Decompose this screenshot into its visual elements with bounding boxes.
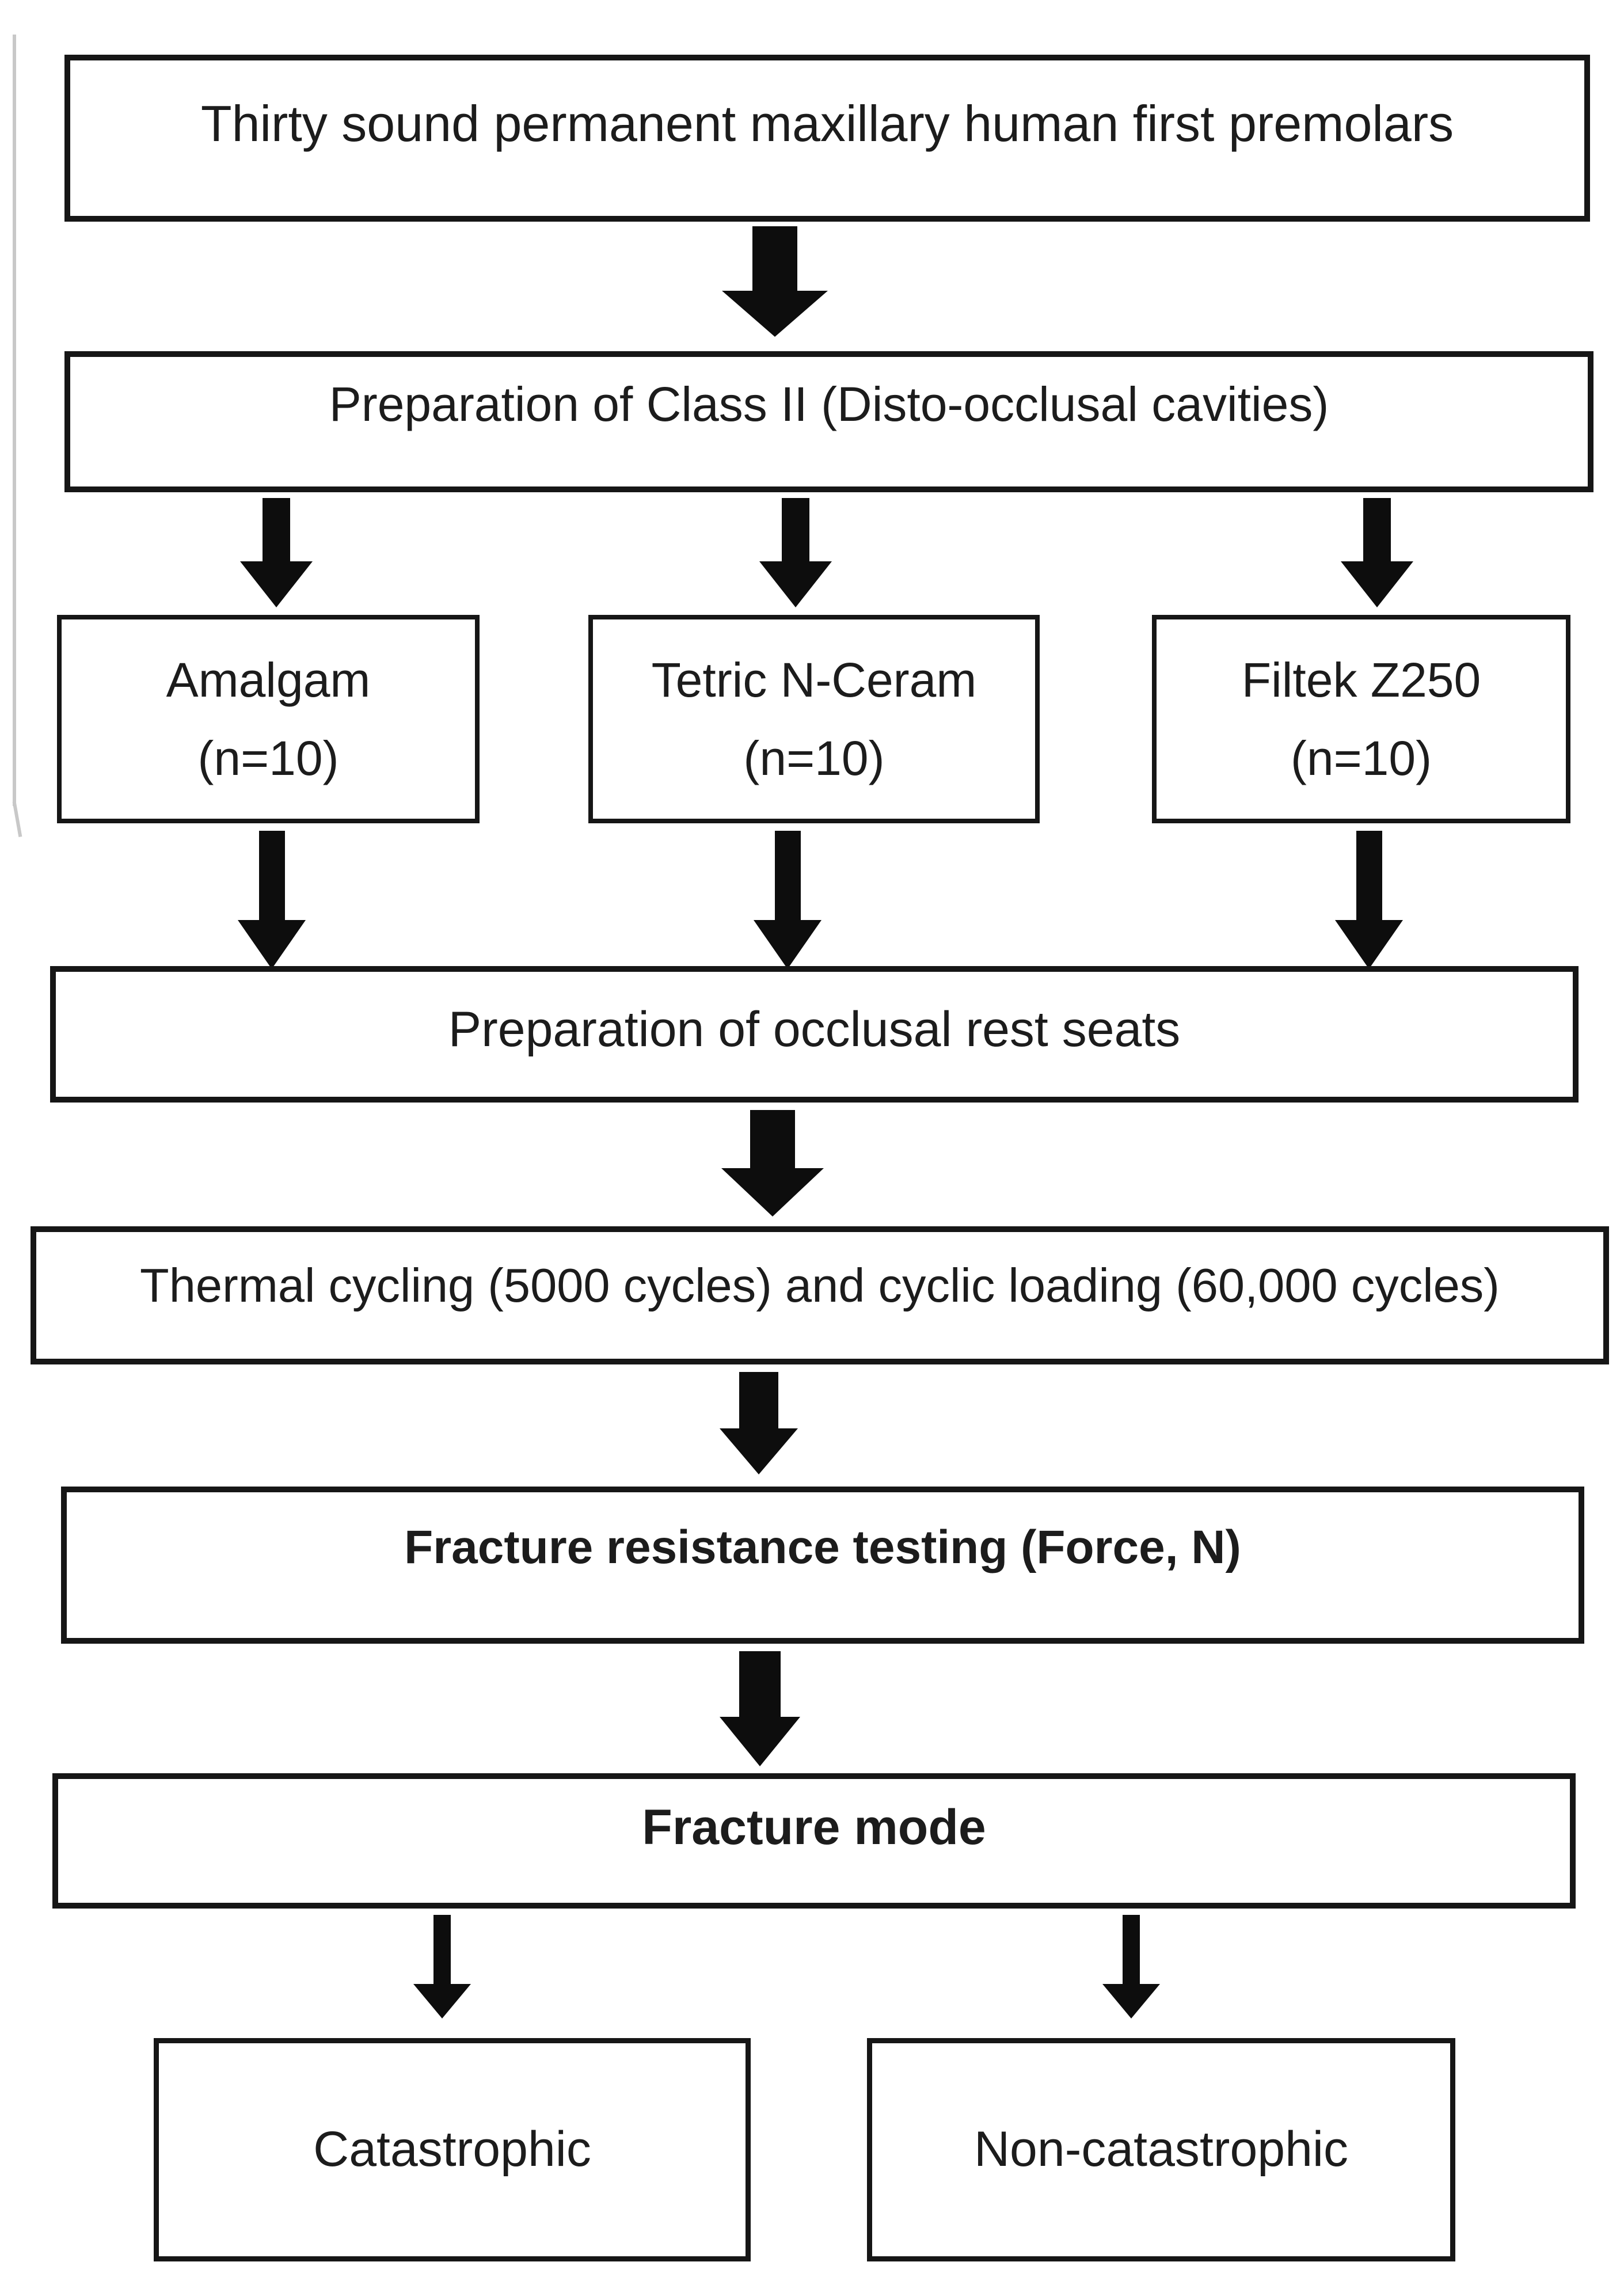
arrow-shaft — [1123, 1915, 1140, 1984]
node-class2-prep-label: Preparation of Class II (Disto-occlusal … — [329, 377, 1329, 431]
arrow-shaft — [1363, 498, 1391, 561]
node-fracture-mode-label: Fracture mode — [642, 1800, 986, 1856]
node-group-tetric: Tetric N-Ceram (n=10) — [588, 615, 1040, 823]
arrow-head — [240, 561, 313, 607]
arrow-class2-to-amalgam — [240, 498, 313, 607]
node-group-filtek-label: Filtek Z250 (n=10) — [1242, 641, 1481, 797]
arrow-tetric-to-restseats — [754, 831, 821, 969]
arrow-head — [720, 1428, 798, 1474]
node-premolars: Thirty sound permanent maxillary human f… — [64, 55, 1590, 222]
group-n: (n=10) — [197, 731, 339, 785]
node-outcome-noncatastrophic-label: Non-catastrophic — [973, 2122, 1349, 2177]
node-fracture-testing-label: Fracture resistance testing (Force, N) — [404, 1521, 1241, 1574]
arrow-head — [754, 920, 821, 969]
arrow-thermal-to-testing — [720, 1372, 798, 1474]
arrow-class2-to-filtek — [1341, 498, 1413, 607]
group-name: Amalgam — [166, 652, 371, 707]
node-thermal-cycling: Thermal cycling (5000 cycles) and cyclic… — [31, 1226, 1609, 1364]
arrow-filtek-to-restseats — [1335, 831, 1403, 969]
group-n: (n=10) — [743, 731, 885, 785]
arrow-head — [238, 920, 306, 969]
arrow-shaft — [752, 226, 797, 291]
group-name: Filtek Z250 — [1241, 652, 1481, 707]
arrow-shaft — [774, 831, 801, 920]
arrow-mode-to-catastrophic — [413, 1915, 471, 2018]
arrow-shaft — [433, 1915, 451, 1984]
arrow-mode-to-noncatastrophic — [1102, 1915, 1160, 2018]
arrow-shaft — [739, 1372, 778, 1428]
arrow-shaft — [263, 498, 290, 561]
group-name: Tetric N-Ceram — [651, 652, 977, 707]
node-outcome-catastrophic: Catastrophic — [154, 2038, 751, 2261]
node-group-amalgam: Amalgam (n=10) — [57, 615, 480, 823]
arrow-head — [759, 561, 832, 607]
node-group-amalgam-label: Amalgam (n=10) — [166, 641, 371, 797]
node-thermal-cycling-label: Thermal cycling (5000 cycles) and cyclic… — [140, 1258, 1500, 1312]
arrow-shaft — [258, 831, 285, 920]
node-fracture-testing: Fracture resistance testing (Force, N) — [61, 1487, 1584, 1644]
arrow-shaft — [739, 1651, 781, 1717]
arrow-restseats-to-thermal — [721, 1110, 824, 1217]
node-premolars-label: Thirty sound permanent maxillary human f… — [200, 95, 1454, 152]
node-class2-prep: Preparation of Class II (Disto-occlusal … — [64, 351, 1593, 492]
node-outcome-catastrophic-label: Catastrophic — [313, 2122, 591, 2177]
arrow-class2-to-tetric — [759, 498, 832, 607]
arrow-head — [1102, 1984, 1160, 2018]
arrow-head — [1335, 920, 1403, 969]
arrow-head — [1341, 561, 1413, 607]
group-n: (n=10) — [1290, 731, 1432, 785]
arrow-head — [721, 1168, 824, 1217]
node-fracture-mode: Fracture mode — [52, 1773, 1576, 1909]
arrow-amalgam-to-restseats — [238, 831, 306, 969]
arrow-shaft — [750, 1110, 795, 1168]
arrow-head — [413, 1984, 471, 2018]
arrow-shaft — [1356, 831, 1382, 920]
node-outcome-noncatastrophic: Non-catastrophic — [867, 2038, 1455, 2261]
arrow-head — [720, 1717, 800, 1766]
node-rest-seats-label: Preparation of occlusal rest seats — [448, 1002, 1181, 1058]
node-group-filtek: Filtek Z250 (n=10) — [1152, 615, 1570, 823]
arrow-head — [722, 291, 828, 337]
scan-artifact-tail — [12, 801, 22, 838]
node-group-tetric-label: Tetric N-Ceram (n=10) — [652, 641, 977, 797]
scan-artifact-line — [13, 35, 16, 806]
node-rest-seats: Preparation of occlusal rest seats — [50, 966, 1579, 1103]
arrow-premolars-to-class2 — [722, 226, 828, 337]
arrow-testing-to-mode — [720, 1651, 800, 1766]
arrow-shaft — [782, 498, 809, 561]
